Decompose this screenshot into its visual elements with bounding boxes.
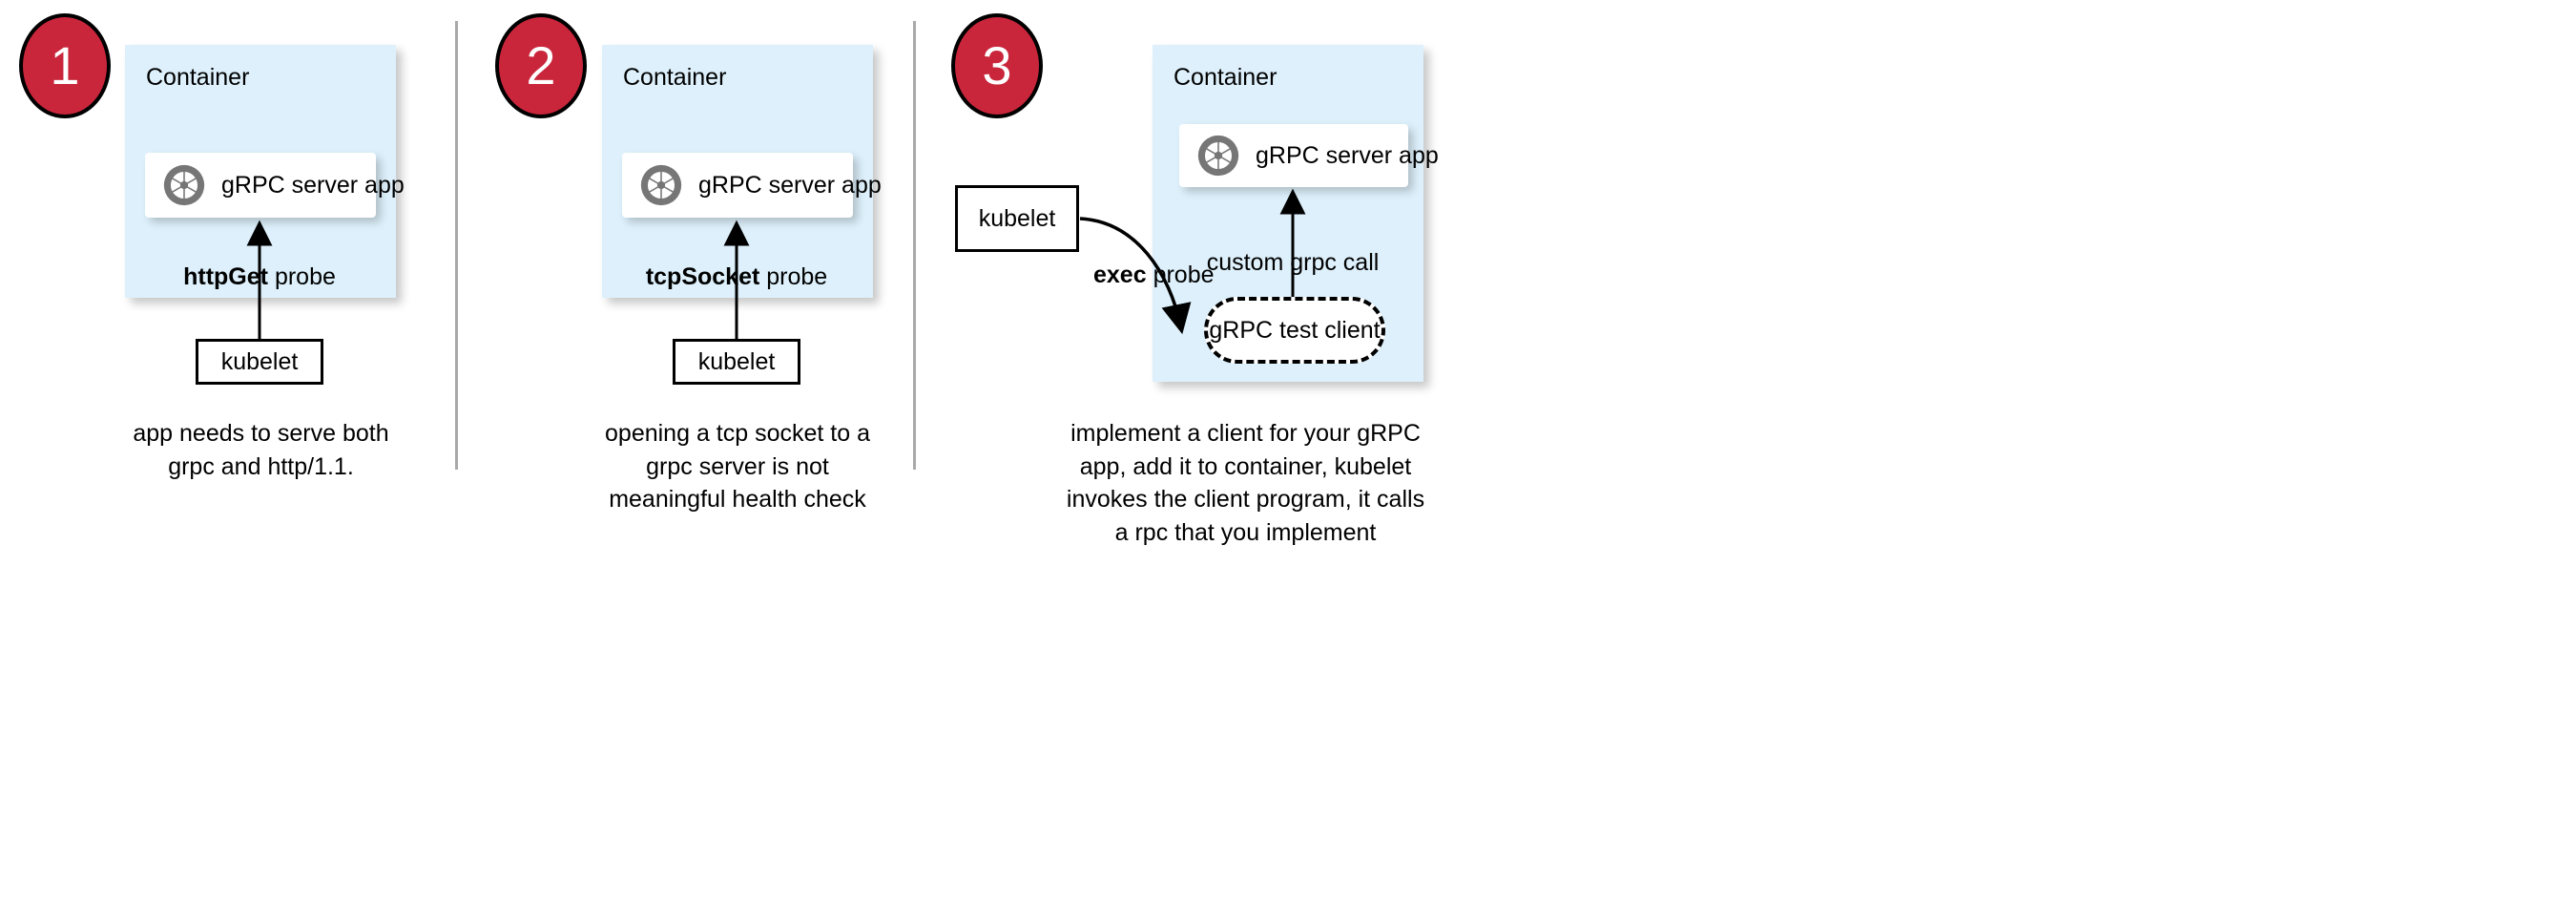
httpget-probe-label: httpGet probe: [183, 263, 336, 291]
grpc-aperture-icon: [639, 163, 683, 207]
httpget-probe-label-bold: httpGet: [183, 263, 268, 290]
container-label-2: Container: [623, 64, 727, 91]
panel-divider-2: [913, 21, 916, 470]
grpc-aperture-icon: [1196, 134, 1240, 178]
step-badge-1-number: 1: [50, 35, 80, 95]
exec-probe-label-rest: probe: [1146, 262, 1215, 288]
kubelet-box-1: kubelet: [196, 339, 323, 385]
exec-probe-label-bold: exec: [1093, 262, 1147, 288]
tcpsocket-probe-label-rest: probe: [759, 263, 828, 290]
kubelet-label-2: kubelet: [697, 347, 776, 375]
grpc-server-app-label-3: gRPC server app: [1256, 141, 1439, 169]
tcpsocket-probe-label: tcpSocket probe: [646, 263, 827, 291]
grpc-server-app-card-1: gRPC server app: [145, 153, 405, 218]
container-label-1: Container: [146, 64, 250, 91]
step-badge-3: 3: [951, 13, 1043, 118]
kubelet-label-1: kubelet: [220, 347, 299, 375]
step-badge-3-number: 3: [982, 35, 1012, 95]
panel-2-caption: opening a tcp socket to a grpc server is…: [605, 420, 870, 513]
grpc-server-app-card-2: gRPC server app: [622, 153, 882, 218]
tcpsocket-probe-label-bold: tcpSocket: [645, 263, 760, 290]
step-badge-1: 1: [19, 13, 111, 118]
exec-probe-label: exec probe: [1093, 262, 1215, 289]
step-badge-2-number: 2: [526, 35, 556, 95]
kubelet-box-2: kubelet: [673, 339, 800, 385]
grpc-aperture-icon: [162, 163, 206, 207]
httpget-probe-label-rest: probe: [267, 263, 336, 290]
container-label-3: Container: [1174, 64, 1278, 91]
grpc-test-client-label: gRPC test client: [1209, 316, 1381, 344]
grpc-server-app-card-3: gRPC server app: [1179, 124, 1439, 187]
kubelet-label-3: kubelet: [978, 204, 1056, 232]
kubelet-box-3: kubelet: [955, 185, 1079, 252]
grpc-server-app-label-1: gRPC server app: [221, 171, 405, 199]
grpc-server-app-label-2: gRPC server app: [698, 171, 882, 199]
custom-grpc-call-label: custom grpc call: [1206, 249, 1380, 276]
panel-3-caption: implement a client for your gRPC app, ad…: [1066, 420, 1425, 546]
step-badge-2: 2: [495, 13, 587, 118]
grpc-test-client-box: gRPC test client: [1204, 297, 1385, 364]
panel-1-caption: app needs to serve both grpc and http/1.…: [133, 420, 389, 480]
panel-divider-1: [455, 21, 458, 470]
